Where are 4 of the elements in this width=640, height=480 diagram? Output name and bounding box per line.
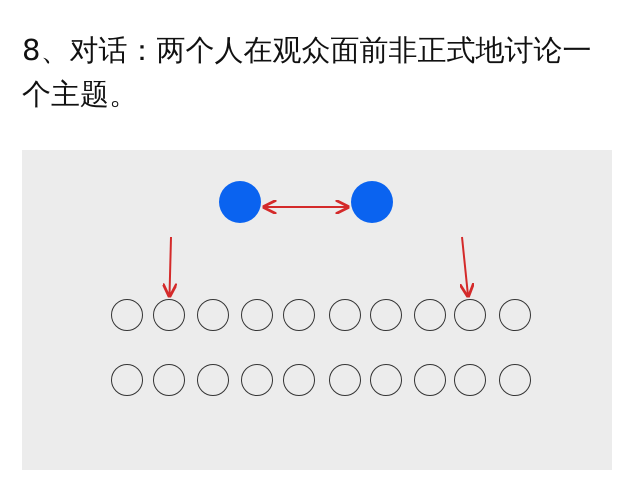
arrow bbox=[161, 236, 178, 299]
arrow bbox=[458, 236, 476, 299]
title: 8、对话：两个人在观众面前非正式地讨论一个主题。 bbox=[22, 32, 592, 113]
arrow bbox=[261, 198, 351, 216]
